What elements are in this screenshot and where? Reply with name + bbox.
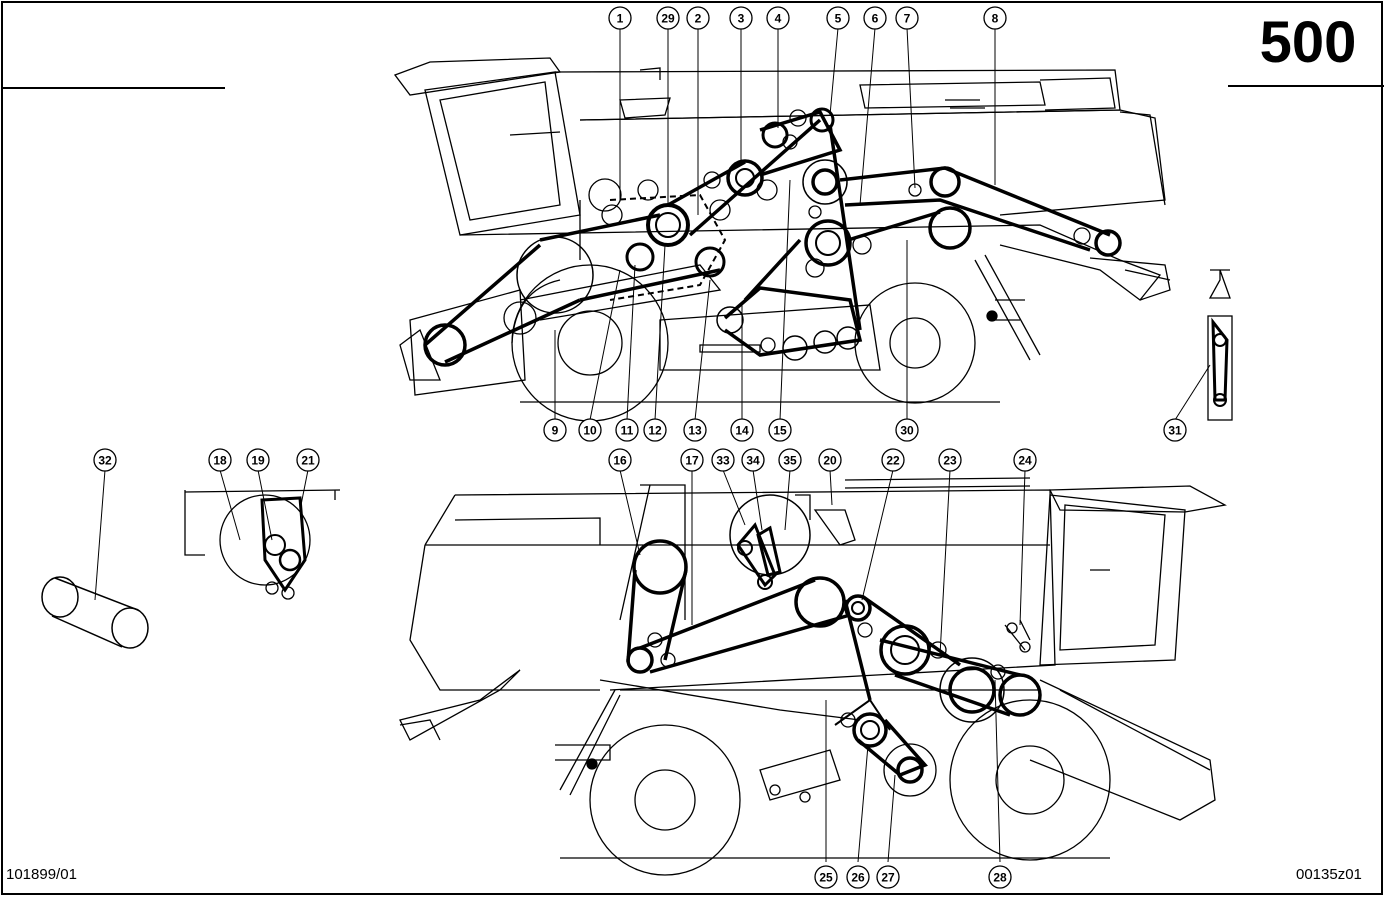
- callout-33: 33: [711, 448, 735, 472]
- svg-text:11: 11: [621, 424, 634, 438]
- callout-27: 27: [876, 865, 900, 889]
- detail-18-21: [184, 489, 341, 600]
- svg-text:35: 35: [783, 454, 797, 468]
- callout-12: 12: [643, 418, 667, 442]
- svg-text:27: 27: [881, 871, 895, 885]
- svg-text:16: 16: [613, 454, 627, 468]
- svg-text:1: 1: [617, 12, 624, 26]
- callout-8: 8: [983, 6, 1007, 30]
- callout-13: 13: [683, 418, 707, 442]
- svg-text:12: 12: [648, 424, 662, 438]
- svg-text:7: 7: [904, 12, 911, 26]
- top-belt-drives: [423, 107, 1122, 367]
- svg-text:23: 23: [943, 454, 957, 468]
- bottom-belt-drives: [626, 494, 1042, 797]
- svg-text:2: 2: [695, 12, 702, 26]
- svg-text:22: 22: [886, 454, 900, 468]
- callout-21: 21: [296, 448, 320, 472]
- callout-29: 29: [656, 6, 680, 30]
- callout-14: 14: [730, 418, 754, 442]
- callout-31: 31: [1163, 418, 1187, 442]
- top-machine-outline: [393, 57, 1171, 422]
- svg-text:32: 32: [98, 454, 112, 468]
- svg-text:20: 20: [823, 454, 837, 468]
- document-code: 101899/01: [6, 866, 77, 883]
- svg-text:14: 14: [735, 424, 749, 438]
- svg-text:15: 15: [773, 424, 787, 438]
- callout-24: 24: [1013, 448, 1037, 472]
- svg-text:25: 25: [819, 871, 833, 885]
- callout-6: 6: [863, 6, 887, 30]
- svg-text:28: 28: [993, 871, 1007, 885]
- callout-4: 4: [766, 6, 790, 30]
- callout-16: 16: [608, 448, 632, 472]
- svg-text:17: 17: [685, 454, 699, 468]
- callout-26: 26: [846, 865, 870, 889]
- callout-23: 23: [938, 448, 962, 472]
- callout-28: 28: [988, 865, 1012, 889]
- svg-text:19: 19: [251, 454, 265, 468]
- callout-19: 19: [246, 448, 270, 472]
- svg-text:9: 9: [552, 424, 559, 438]
- page-number: 500: [1259, 10, 1357, 75]
- svg-text:8: 8: [992, 12, 999, 26]
- callout-1: 1: [608, 6, 632, 30]
- callout-18: 18: [208, 448, 232, 472]
- svg-text:29: 29: [661, 12, 675, 26]
- detail-31: [1207, 269, 1233, 421]
- svg-text:24: 24: [1018, 454, 1032, 468]
- callout-5: 5: [826, 6, 850, 30]
- callout-30: 30: [895, 418, 919, 442]
- svg-text:26: 26: [851, 871, 865, 885]
- callout-32: 32: [93, 448, 117, 472]
- svg-text:5: 5: [835, 12, 842, 26]
- svg-text:34: 34: [746, 454, 760, 468]
- callout-7: 7: [895, 6, 919, 30]
- callout-25: 25: [814, 865, 838, 889]
- callout-3: 3: [729, 6, 753, 30]
- callout-17: 17: [680, 448, 704, 472]
- leader-lines: [94, 27, 1211, 863]
- header-rules: [2, 85, 1384, 89]
- svg-text:3: 3: [738, 12, 745, 26]
- svg-text:10: 10: [583, 424, 597, 438]
- callout-11: 11: [615, 418, 639, 442]
- svg-text:31: 31: [1168, 424, 1182, 438]
- callout-9: 9: [543, 418, 567, 442]
- svg-text:21: 21: [301, 454, 315, 468]
- callout-15: 15: [768, 418, 792, 442]
- callout-20: 20: [818, 448, 842, 472]
- bottom-machine-outline: [399, 477, 1227, 876]
- detail-32: [41, 576, 149, 649]
- callout-2: 2: [686, 6, 710, 30]
- callout-35: 35: [778, 448, 802, 472]
- callout-34: 34: [741, 448, 765, 472]
- svg-text:33: 33: [716, 454, 730, 468]
- svg-text:6: 6: [872, 12, 879, 26]
- callout-10: 10: [578, 418, 602, 442]
- svg-text:13: 13: [688, 424, 702, 438]
- drawing-code: 00135z01: [1296, 866, 1362, 883]
- svg-text:4: 4: [775, 12, 782, 26]
- svg-text:18: 18: [213, 454, 227, 468]
- svg-text:30: 30: [900, 424, 914, 438]
- callout-22: 22: [881, 448, 905, 472]
